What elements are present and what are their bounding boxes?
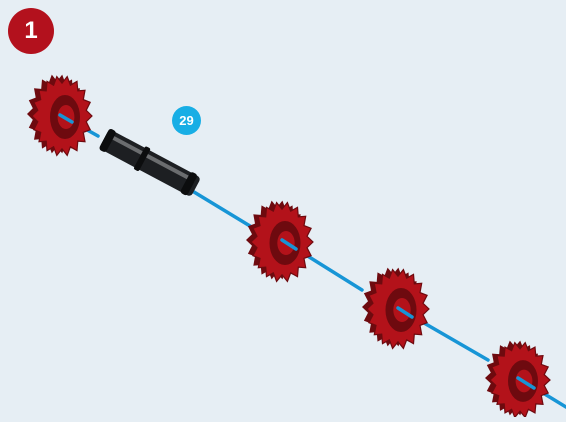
guide-lines-front [58,113,536,390]
gear-2 [246,200,314,283]
guide-front-2 [280,238,298,251]
guide-front-1 [58,113,74,124]
gear-3 [362,267,430,350]
gears [27,74,551,419]
step-number-badge: 1 [8,8,54,54]
guide-front-4 [516,376,536,390]
part-count-badge: 29 [172,106,201,135]
guide-line-2 [192,190,252,228]
axle-connector [99,129,200,196]
guide-front-3 [396,306,414,319]
part-count: 29 [179,113,194,128]
step-number: 1 [24,17,38,44]
